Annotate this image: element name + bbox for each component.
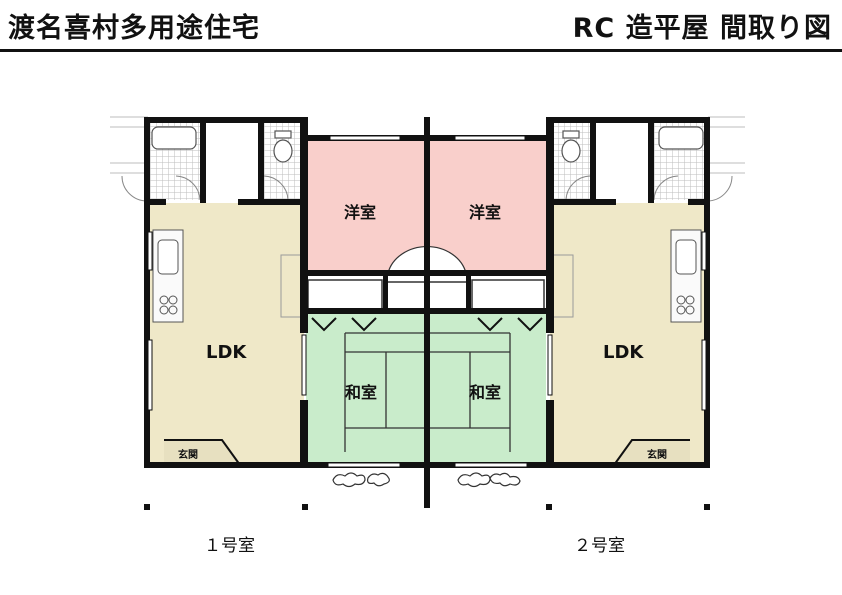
grid-markers [144,504,710,510]
unit-1-label: １号室 [204,536,255,556]
plan-title: 渡名喜村多用途住宅 [8,13,260,44]
western-room-1-label: 洋室 [344,203,377,222]
tatami-lines [344,332,511,452]
party-wall-extension [424,468,430,508]
japanese-room-2 [430,314,546,464]
kitchen-sink-1 [157,239,179,275]
entrance-2-label: 玄関 [647,450,667,461]
ldk-1-label: LDK [206,342,247,363]
closet-1 [307,279,383,311]
unit-2-label: ２号室 [574,536,625,556]
washroom-2 [594,122,650,200]
bathtub-1 [151,126,197,150]
unit-1 [121,122,304,465]
closet-2 [471,279,545,311]
center-rooms [306,140,546,464]
kitchen-sink-2 [675,239,697,275]
washroom-1 [205,122,261,200]
windows [147,135,707,468]
unit-2 [550,122,733,465]
plan-subtitle: RC 造平屋 間取り図 [572,13,832,44]
entrance-floor-1 [164,440,240,465]
toilet-bowl-1 [273,139,293,163]
western-room-1 [306,140,424,273]
bathtub-2 [658,126,704,150]
header-rule [0,49,842,52]
ldk-2-label: LDK [603,342,644,363]
japanese-room-1-label: 和室 [345,383,378,402]
entrance-floor-2 [614,440,690,465]
japanese-room-1 [306,314,424,464]
exterior-guide-lines [110,116,745,174]
japanese-room-2-label: 和室 [469,383,502,402]
entrance-steps [164,439,690,466]
western-room-2 [430,140,546,273]
toilet-bowl-2 [561,139,581,163]
shrubs [332,472,521,488]
entrance-1-label: 玄関 [178,450,198,461]
western-room-2-label: 洋室 [469,203,502,222]
closet-door-marks [311,317,543,332]
